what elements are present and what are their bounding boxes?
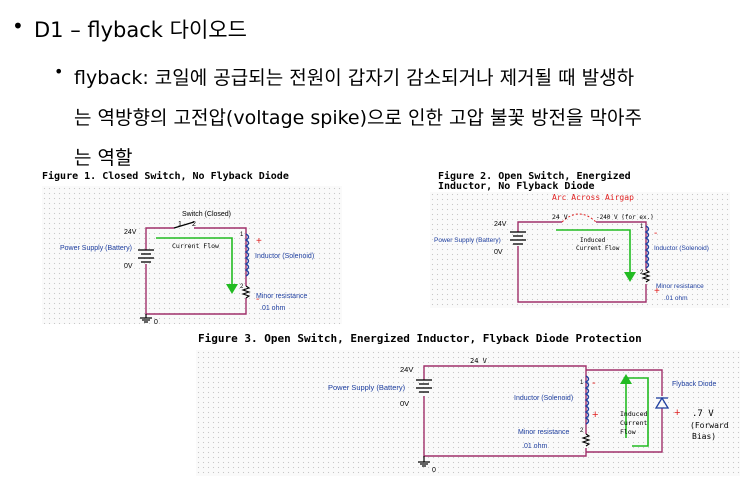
induced-label: Induced	[580, 237, 606, 244]
figure2-panel: Arc Across Airgap 24 V -240 V (for ex.) …	[430, 192, 730, 308]
figure2-schematic: Arc Across Airgap 24 V -240 V (for ex.) …	[434, 193, 709, 303]
voltage-label: 24V	[494, 221, 507, 228]
diode-label: Flyback Diode	[672, 381, 716, 388]
resistance-value: .01 ohm	[664, 295, 688, 302]
plus-sign: +	[256, 236, 262, 247]
arrow-head	[620, 374, 632, 384]
wire	[145, 264, 247, 315]
current-arrow	[156, 237, 233, 288]
inductor-symbol	[244, 233, 250, 277]
induced-label: Current Flow	[576, 245, 620, 252]
description-line: flyback: 코일에 공급되는 전원이 갑자기 감소되거나 제거될 때 발생…	[74, 67, 635, 89]
figure3-title: Figure 3. Open Switch, Energized Inducto…	[198, 332, 642, 345]
diode-symbol	[654, 396, 670, 409]
flyback-description: flyback: 코일에 공급되는 전원이 갑자기 감소되거나 제거될 때 발생…	[74, 58, 714, 178]
inductor-symbol	[584, 375, 590, 425]
inductor-label: Inductor (Solenoid)	[255, 253, 314, 260]
plus-sign: +	[654, 286, 660, 297]
figure2-title: Figure 2. Open Switch, Energized Inducto…	[438, 172, 631, 192]
forward-label: Bias)	[692, 432, 716, 441]
induced-label: Current	[620, 419, 647, 427]
battery-symbol	[416, 379, 432, 393]
figure3-schematic: 24 V 24V 0V Power Supply (Battery) Induc…	[328, 357, 729, 474]
supply-label: Power Supply (Battery)	[434, 237, 501, 244]
pin-label: 2	[580, 428, 584, 434]
bullet-marker-sub: •	[54, 62, 64, 81]
resistance-value: .01 ohm	[260, 305, 285, 312]
inductor-label: Inductor (Solenoid)	[514, 395, 573, 402]
wire	[517, 246, 647, 303]
figure1-title: Figure 1. Closed Switch, No Flyback Diod…	[42, 171, 289, 182]
pin-label: 1	[640, 224, 644, 230]
supply-label: Power Supply (Battery)	[60, 245, 132, 252]
voltage-label: 24V	[400, 365, 413, 374]
induced-loop-arrow	[625, 377, 649, 447]
wire	[194, 227, 247, 286]
description-line: 는 역방향의 고전압(voltage spike)으로 인한 고압 불꽃 방전을…	[74, 107, 642, 129]
voltage-label: 24V	[124, 229, 137, 236]
ground-symbol	[140, 314, 152, 323]
wire	[517, 221, 562, 232]
voltage-label: 0V	[124, 263, 133, 270]
induced-label: Induced	[620, 410, 647, 418]
wire	[596, 221, 647, 270]
resistor-symbol	[581, 433, 591, 447]
induced-arrow	[556, 229, 631, 276]
inductor-symbol	[644, 225, 650, 269]
resistor-symbol	[641, 269, 651, 283]
ground-symbol	[418, 456, 430, 467]
voltage-label: 0V	[494, 249, 503, 256]
inductor-label: Inductor (Solenoid)	[654, 245, 709, 252]
arrow-head	[226, 284, 238, 294]
figure2-title-line: Figure 2. Open Switch, Energized	[438, 171, 631, 182]
arrow-head	[624, 272, 636, 282]
battery-symbol	[510, 231, 526, 245]
resistance-value: .01 ohm	[522, 443, 547, 450]
pin-label: 2	[192, 221, 196, 228]
resistance-label: Minor resistance	[256, 293, 307, 300]
resistance-label: Minor resistance	[656, 283, 704, 290]
induced-label: Flow	[620, 428, 636, 436]
figure2-title-line: Inductor, No Flyback Diode	[438, 181, 595, 192]
diode-voltage: .7 V	[692, 409, 714, 419]
voltage-label: 24 V	[552, 213, 568, 221]
voltage-label: 0V	[400, 399, 409, 408]
pin-label: 1	[178, 221, 182, 228]
pin-label: 2	[640, 270, 644, 276]
figure1-schematic: Switch (Closed) 1 2 24V 0V Power Supply …	[60, 211, 314, 326]
battery-symbol	[138, 249, 154, 263]
ground-label: 0	[432, 467, 436, 474]
current-label: Current Flow	[172, 242, 219, 250]
figure1-panel: Switch (Closed) 1 2 24V 0V Power Supply …	[42, 186, 342, 326]
wire	[145, 227, 174, 250]
bullet-marker: •	[12, 14, 24, 38]
pin-label: 1	[240, 232, 244, 238]
minus-sign: -	[256, 294, 259, 305]
switch-symbol	[173, 221, 195, 229]
pin-label: 1	[580, 380, 584, 386]
wire	[586, 369, 663, 396]
supply-label: Power Supply (Battery)	[328, 383, 406, 392]
plus-sign: +	[674, 407, 680, 419]
arc-label: Arc Across Airgap	[552, 193, 634, 202]
resistance-label: Minor resistance	[518, 429, 569, 436]
forward-label: (Forward	[690, 421, 729, 430]
plus-sign: +	[592, 409, 598, 421]
voltage-label: 24 V	[470, 357, 488, 365]
pin-label: 2	[240, 284, 244, 290]
ground-label: 0	[154, 319, 158, 324]
description-line: 는 역할	[74, 147, 133, 169]
voltage-label: -240 V (for ex.)	[596, 214, 654, 221]
heading-d1: D1 – flyback 다이오드	[34, 18, 247, 42]
figure3-panel: 24 V 24V 0V Power Supply (Battery) Induc…	[196, 350, 740, 476]
switch-label: Switch (Closed)	[182, 211, 231, 218]
minus-sign: -	[654, 228, 657, 239]
resistor-symbol	[241, 285, 251, 299]
minus-sign: -	[592, 377, 596, 389]
wire	[423, 396, 587, 457]
wire	[586, 408, 663, 453]
